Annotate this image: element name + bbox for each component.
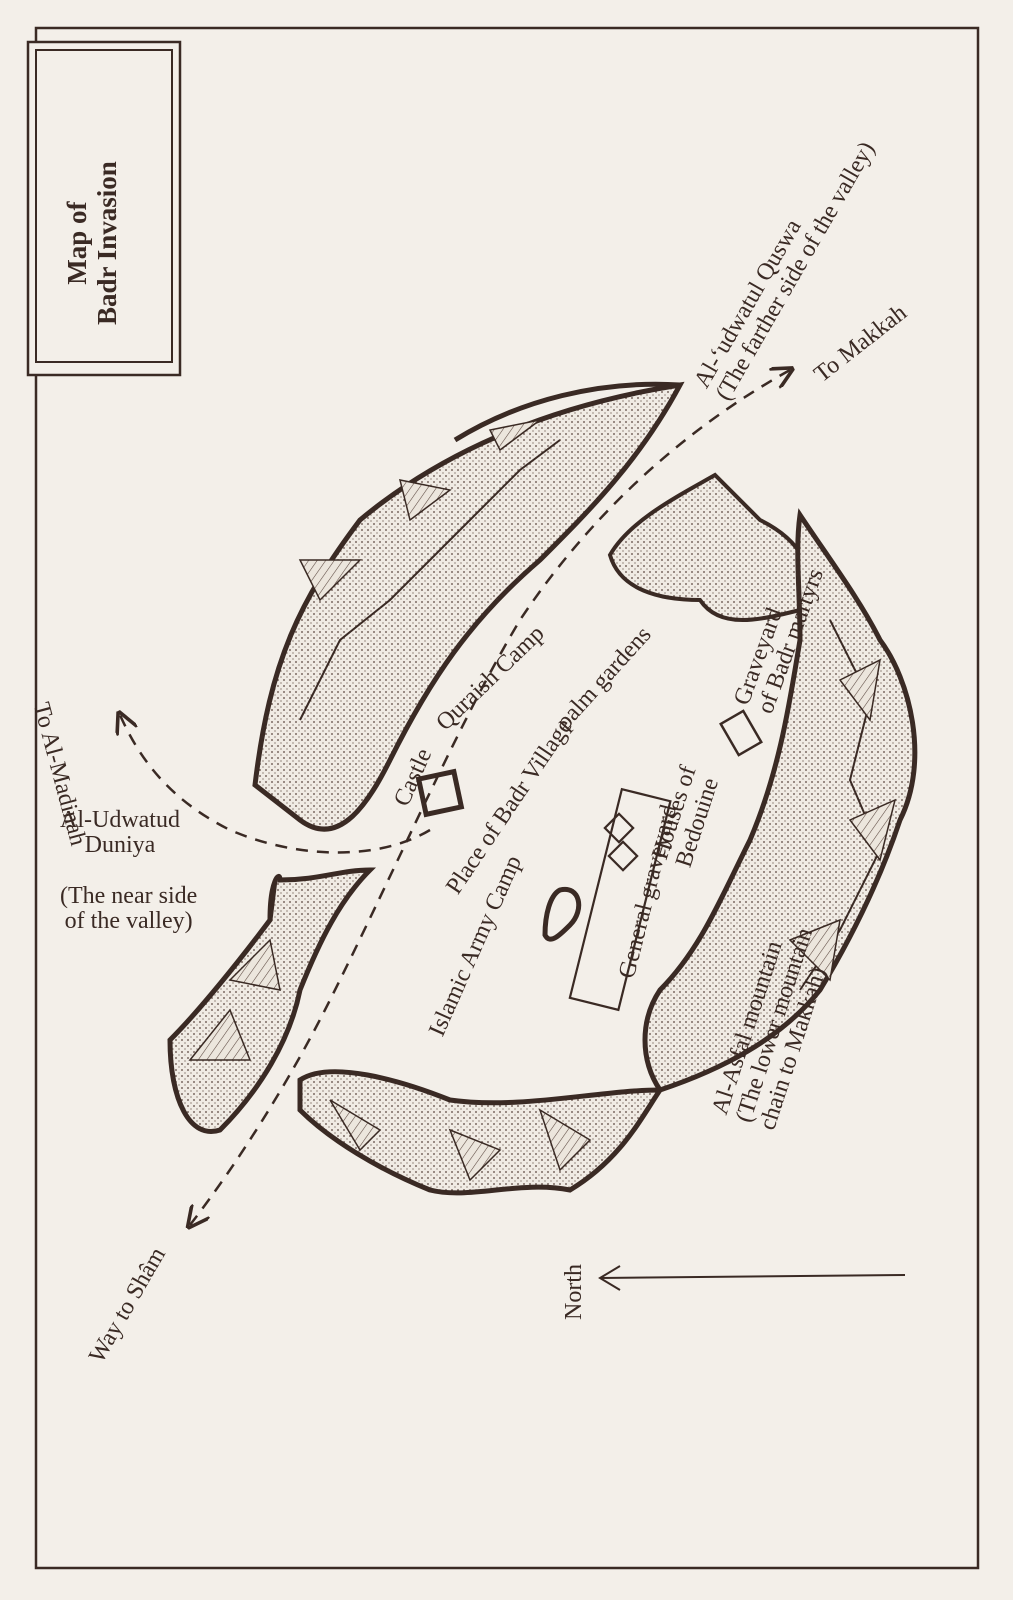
map-title-line1: Map of <box>62 201 92 285</box>
label-duniya-line2: Duniya <box>84 832 156 859</box>
north-arrow-head <box>598 1265 621 1291</box>
map-title-line2: Badr Invasion <box>92 161 123 325</box>
south-mountains <box>297 1069 665 1196</box>
label-near-line2: of the valley) <box>64 908 193 935</box>
general-graveyard-box <box>568 787 672 1012</box>
map-frame <box>34 26 980 1570</box>
route-makkah-to-sham <box>190 370 790 1225</box>
house-symbol-1 <box>603 812 635 844</box>
north-arrow <box>599 1274 906 1279</box>
label-duniya-line1: Al-Udwatud <box>60 807 180 833</box>
label-near-side: (The near side of the valley) <box>60 883 198 935</box>
map-title: Map of Badr Invasion <box>62 161 122 325</box>
label-near-line1: (The near side <box>60 883 198 909</box>
castle-symbol <box>415 768 465 818</box>
label-udwatud-duniya: Al-Udwatud Duniya <box>60 807 180 859</box>
quswa-mountain-ridge <box>252 381 685 832</box>
title-box-inner <box>35 49 173 363</box>
route-to-madinah <box>120 715 431 854</box>
label-north: North <box>561 1264 587 1320</box>
house-symbol-2 <box>607 840 639 872</box>
islamic-army-camp-symbol <box>542 886 582 942</box>
graveyard-martyrs-symbol <box>719 709 763 757</box>
title-box-outer <box>26 40 182 377</box>
